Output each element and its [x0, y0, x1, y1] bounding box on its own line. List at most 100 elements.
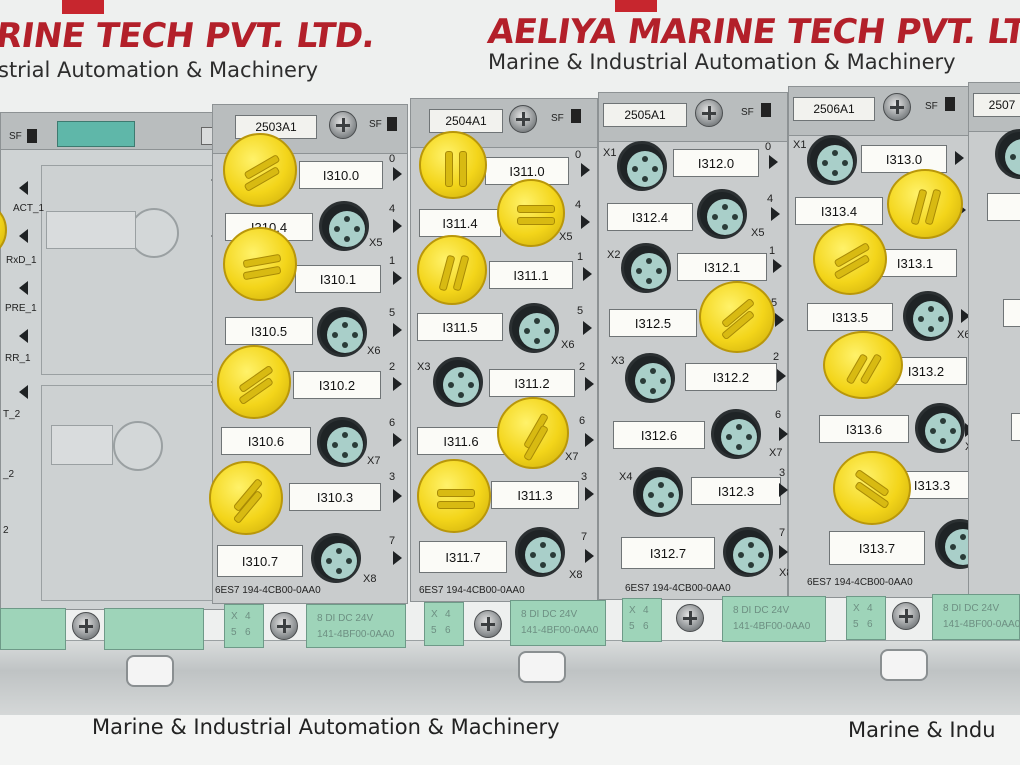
- m12-connector[interactable]: [509, 303, 559, 353]
- yellow-cap[interactable]: [823, 331, 903, 399]
- m12-connector[interactable]: [995, 129, 1020, 179]
- watermark-title-right: AELIYA MARINE TECH PVT. LTD.: [485, 12, 1020, 52]
- watermark-subtitle-right: Marine & Industrial Automation & Machine…: [488, 50, 956, 74]
- logo-red-block: [62, 0, 104, 14]
- screw: [892, 602, 920, 630]
- input-label: I310.0: [299, 161, 383, 189]
- yellow-cap[interactable]: [813, 223, 887, 295]
- module-id-tag: 2507: [973, 93, 1020, 117]
- m12-connector[interactable]: [807, 135, 857, 185]
- channel-number: 5: [577, 305, 584, 317]
- yellow-cap[interactable]: [699, 281, 775, 353]
- m12-connector[interactable]: [317, 417, 367, 467]
- input-label: I312.2: [685, 363, 777, 391]
- input-label: I312.7: [621, 537, 715, 569]
- channel-number: 4: [575, 199, 582, 211]
- cover-handle[interactable]: [129, 208, 179, 258]
- sf-label: SF: [741, 107, 754, 118]
- led-label: RxD_1: [6, 255, 37, 266]
- sf-led: [945, 97, 955, 111]
- led-label: T_2: [3, 409, 21, 420]
- screw: [883, 93, 911, 121]
- screw: [676, 604, 704, 632]
- terminal-green-left: [104, 608, 204, 650]
- input-label: I313.4: [795, 197, 883, 225]
- m12-connector[interactable]: [317, 307, 367, 357]
- channel-led: [393, 323, 402, 337]
- sf-led: [761, 103, 771, 117]
- yellow-cap[interactable]: [223, 133, 297, 207]
- m12-connector[interactable]: [915, 403, 965, 453]
- m12-connector[interactable]: [723, 527, 773, 577]
- yellow-cap[interactable]: [497, 179, 565, 247]
- sf-led: [387, 117, 397, 131]
- port-label: X3: [417, 361, 431, 373]
- m12-connector[interactable]: [617, 141, 667, 191]
- input-label: I310.6: [221, 427, 311, 455]
- m12-connector[interactable]: [311, 533, 361, 583]
- screw: [329, 111, 357, 139]
- channel-number: 2: [579, 361, 586, 373]
- screw: [695, 99, 723, 127]
- yellow-cap[interactable]: [833, 451, 911, 525]
- yellow-cap[interactable]: [497, 397, 569, 469]
- yellow-cap[interactable]: [419, 131, 487, 199]
- input-label: I313.6: [819, 415, 909, 443]
- channel-number: 5: [389, 307, 396, 319]
- m12-connector[interactable]: [711, 409, 761, 459]
- input-label: I310.5: [225, 317, 313, 345]
- port-label: X2: [607, 249, 621, 261]
- channel-led: [581, 163, 590, 177]
- input-label-partial: [987, 193, 1020, 221]
- input-label: I311.6: [417, 427, 505, 455]
- sf-label: SF: [9, 131, 22, 142]
- status-led: [19, 385, 28, 399]
- channel-led: [393, 271, 402, 285]
- port-label: X7: [565, 451, 579, 463]
- yellow-cap[interactable]: [223, 227, 297, 301]
- cover-latch[interactable]: [51, 425, 113, 465]
- input-label: I311.1: [489, 261, 573, 289]
- channel-led: [585, 433, 594, 447]
- yellow-cap[interactable]: [209, 461, 283, 535]
- led-label: PRE_1: [5, 303, 37, 314]
- port-label: X6: [561, 339, 575, 351]
- rail-slot: [880, 649, 928, 681]
- bottom-band: [0, 715, 1020, 765]
- rail-slot: [126, 655, 174, 687]
- port-label: X1: [793, 139, 807, 151]
- m12-connector[interactable]: [633, 467, 683, 517]
- yellow-cap[interactable]: [217, 345, 291, 419]
- channel-led: [773, 259, 782, 273]
- m12-connector[interactable]: [697, 189, 747, 239]
- channel-number: 7: [581, 531, 588, 543]
- m12-connector[interactable]: [625, 353, 675, 403]
- m12-connector[interactable]: [319, 201, 369, 251]
- sf-label: SF: [925, 101, 938, 112]
- port-label: X3: [611, 355, 625, 367]
- yellow-cap[interactable]: [417, 235, 487, 305]
- channel-number: 5: [771, 297, 778, 309]
- input-label: I311.4: [419, 209, 501, 237]
- cover-latch[interactable]: [46, 211, 136, 249]
- cover-handle[interactable]: [113, 421, 163, 471]
- m12-connector[interactable]: [903, 291, 953, 341]
- screw: [474, 610, 502, 638]
- channel-number: 6: [579, 415, 586, 427]
- m12-connector[interactable]: [621, 243, 671, 293]
- m12-connector[interactable]: [515, 527, 565, 577]
- channel-led: [779, 545, 788, 559]
- channel-number: 7: [779, 527, 786, 539]
- cover-panel-lower: [41, 385, 221, 601]
- port-label: X1: [603, 147, 617, 159]
- channel-led: [585, 487, 594, 501]
- yellow-cap[interactable]: [0, 201, 7, 259]
- yellow-cap[interactable]: [887, 169, 963, 239]
- m12-connector[interactable]: [433, 357, 483, 407]
- module-id-tag: 2505A1: [603, 103, 687, 127]
- input-label: I313.1: [873, 249, 957, 277]
- input-label: I313.0: [861, 145, 947, 173]
- channel-led: [779, 427, 788, 441]
- yellow-cap[interactable]: [417, 459, 491, 533]
- interface-module: SF ACT_1 RxD_1 PRE_1 RR_1 T_2 _2 2: [0, 112, 226, 610]
